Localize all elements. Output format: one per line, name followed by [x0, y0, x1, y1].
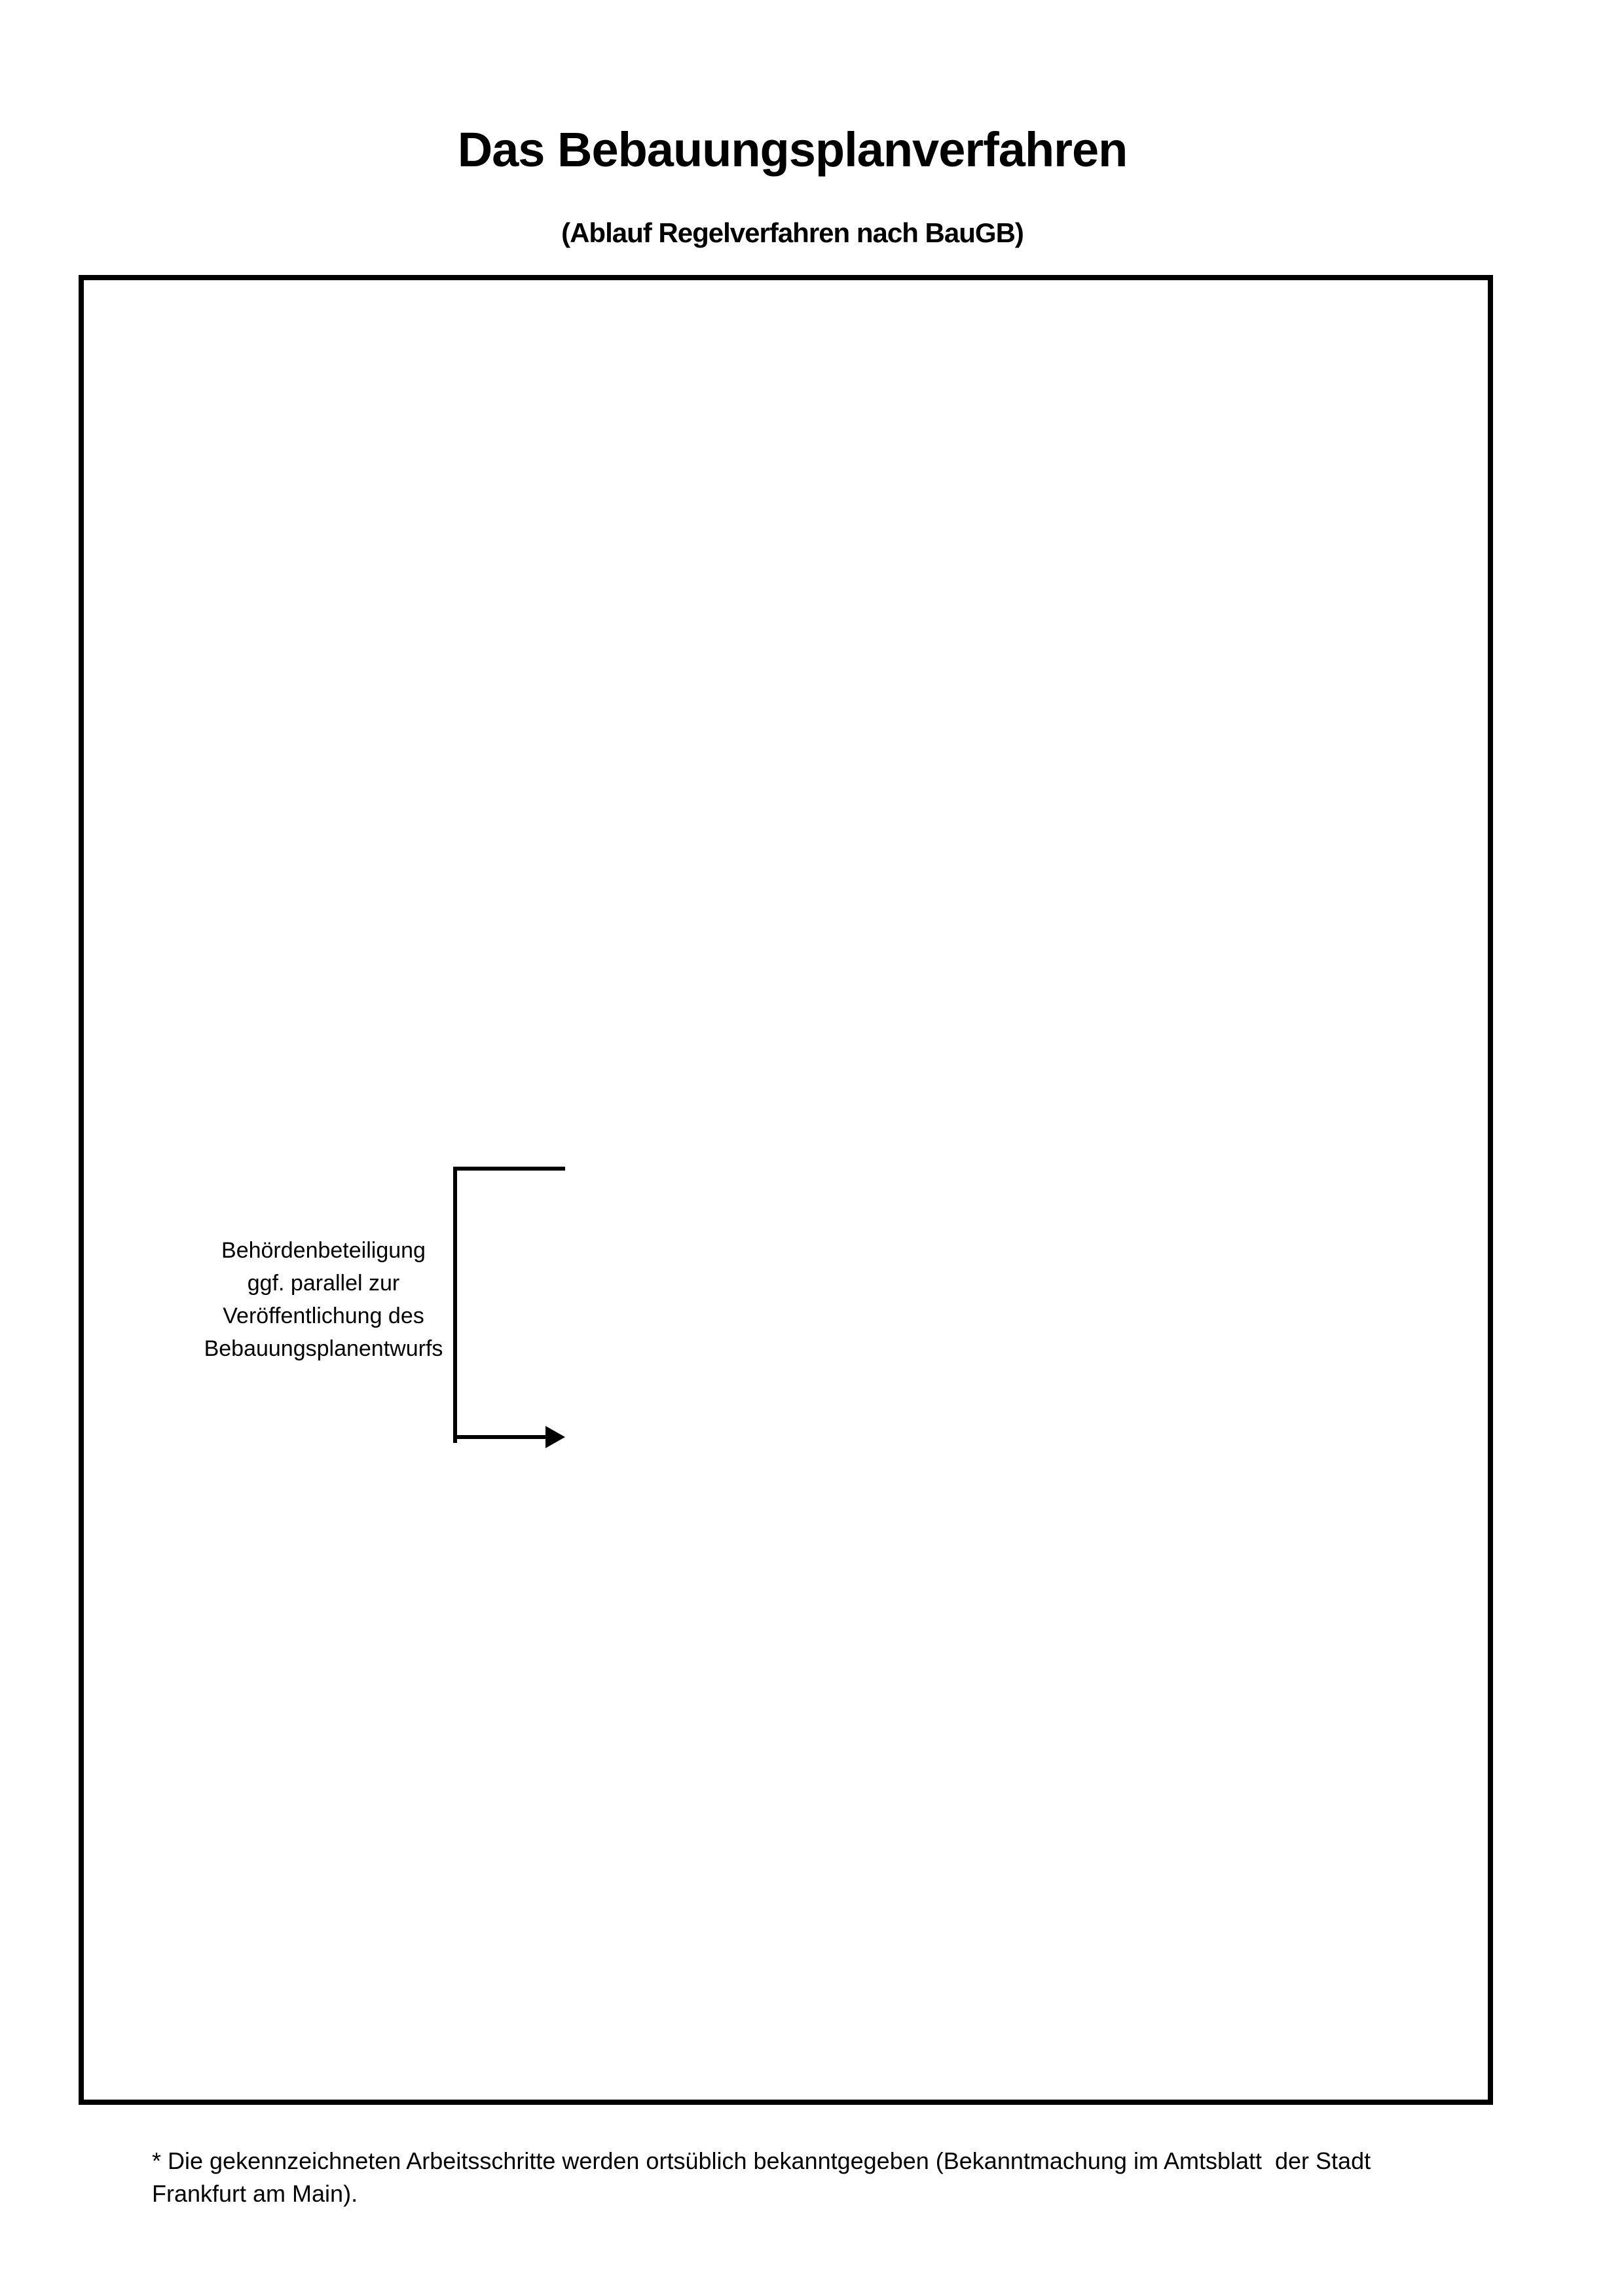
- side-note-line: Behördenbeteiligung: [221, 1238, 426, 1263]
- bracket-vertical-line: [453, 1167, 457, 1443]
- bracket-bottom-line: [457, 1435, 545, 1439]
- bracket-arrowhead-icon: [545, 1426, 565, 1448]
- side-note-line: ggf. parallel zur: [247, 1271, 400, 1296]
- page-title: Das Bebauungsplanverfahren: [457, 122, 1128, 177]
- bracket-top-line: [457, 1167, 565, 1171]
- page-subtitle: (Ablauf Regelverfahren nach BauGB): [561, 217, 1024, 248]
- footnote: * Die gekennzeichneten Arbeitsschritte w…: [152, 2145, 1566, 2210]
- side-note-line: Veröffentlichung des: [223, 1303, 424, 1328]
- footnote-line-1: * Die gekennzeichneten Arbeitsschritte w…: [152, 2147, 1371, 2174]
- outer-frame: [79, 275, 1493, 2105]
- side-note-line: Bebauungsplanentwurfs: [204, 1336, 443, 1361]
- footnote-line-2: Frankfurt am Main).: [152, 2180, 358, 2207]
